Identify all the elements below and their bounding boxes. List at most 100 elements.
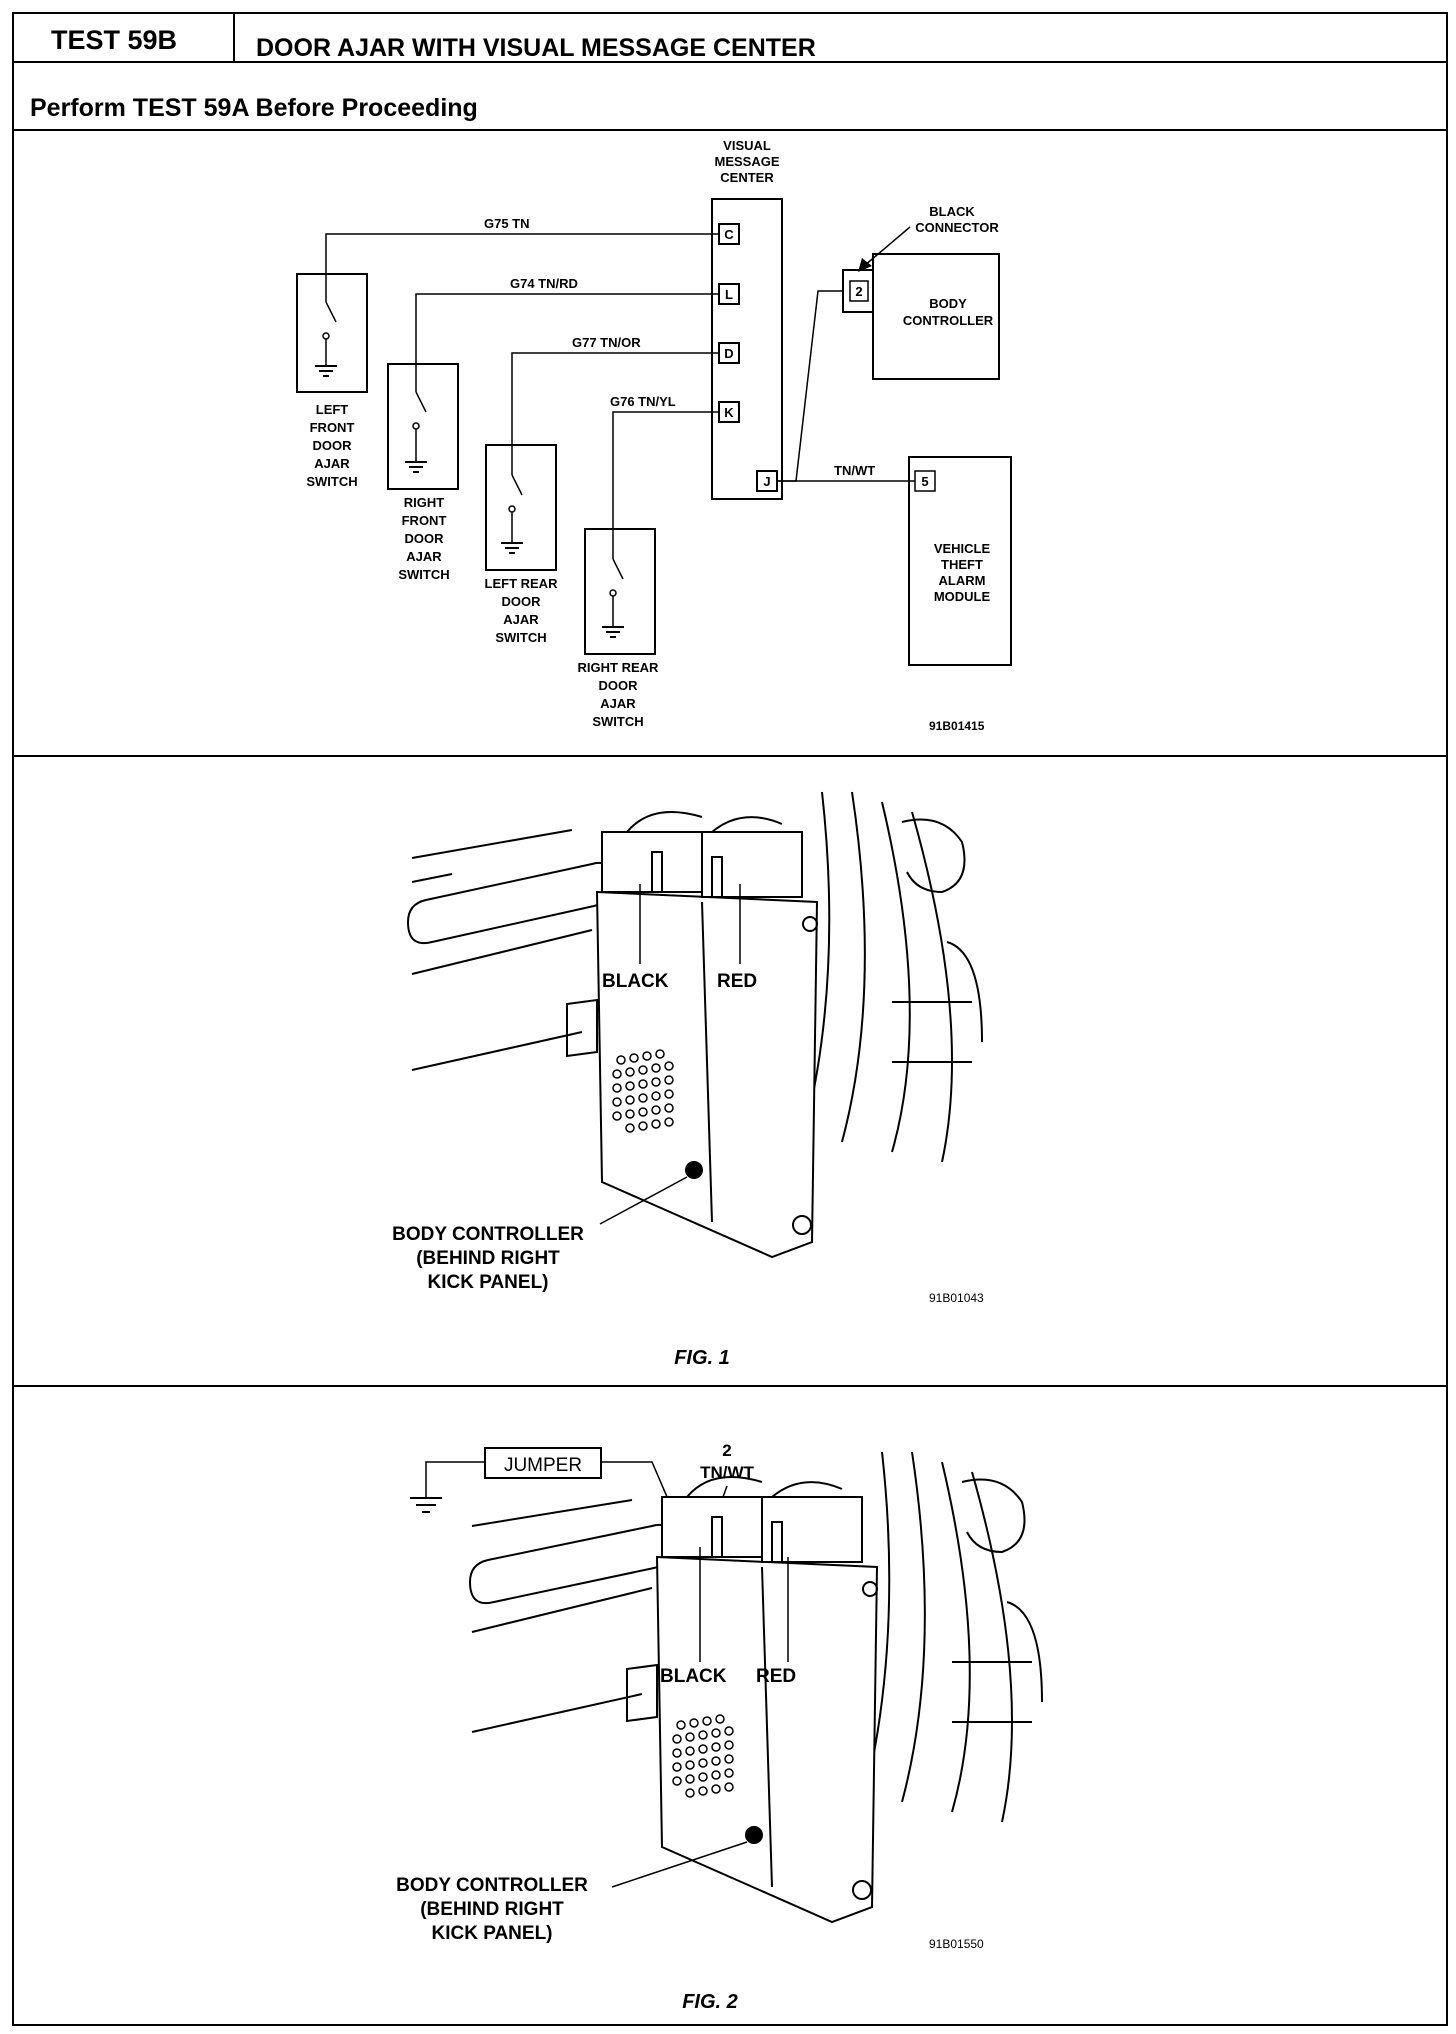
body-controller-box — [872, 253, 1000, 380]
fig1-caption: FIG. 1 — [674, 1347, 730, 1369]
fig2-black-latch — [711, 1516, 723, 1558]
fig1-rail-edge — [411, 873, 453, 883]
switch-right-front-box — [387, 363, 459, 490]
fig1-middle-rail — [411, 929, 593, 975]
switch-right-front-symbol — [404, 364, 428, 473]
wire-g74 — [415, 293, 719, 364]
fig2-illustration — [410, 1447, 1043, 1924]
fig2-callout-line-3: KICK PANEL) — [431, 1923, 552, 1944]
page-title: DOOR AJAR WITH VISUAL MESSAGE CENTER — [256, 34, 816, 62]
fig2-black-label: BLACK — [660, 1666, 727, 1687]
fig2-wire-bundles — [686, 1476, 843, 1498]
page-border — [12, 12, 1448, 2026]
fig2-callout-line-1: BODY CONTROLLER — [396, 1875, 588, 1896]
body-controller-label-2: CONTROLLER — [903, 313, 994, 328]
wiring-schematic: VISUAL MESSAGE CENTER C L D K J G75 TN G… — [296, 138, 1012, 733]
fig1-vent-holes — [612, 1049, 674, 1133]
fig2-red-latch — [771, 1521, 783, 1563]
fig1-pillar-2 — [841, 791, 866, 1143]
wire-g76-label: G76 TN/YL — [610, 394, 676, 409]
vmc-pin-l-label: L — [725, 287, 733, 302]
switch-right-front-label-5: SWITCH — [398, 567, 449, 582]
wire-g76 — [612, 411, 719, 529]
fig1-callout-line-2: (BEHIND RIGHT — [416, 1248, 560, 1269]
fig1-crossbar — [406, 862, 614, 944]
alarm-pin-5 — [914, 470, 936, 492]
visual-message-center-box — [711, 198, 783, 500]
switch-left-rear-box — [485, 444, 557, 571]
service-manual-page: TEST 59B DOOR AJAR WITH VISUAL MESSAGE C… — [12, 12, 1448, 2028]
fig1-illustration — [406, 791, 983, 1259]
wire-g75 — [325, 233, 719, 274]
test-id: TEST 59B — [51, 25, 177, 55]
switch-right-rear-box — [584, 528, 656, 655]
vmc-label-1: VISUAL — [723, 138, 771, 153]
alarm-label-3: ALARM — [939, 573, 986, 588]
fig2-jumper-ground-wire — [425, 1461, 485, 1497]
alarm-pin-label: 5 — [921, 474, 928, 489]
wire-tn-wt-body — [777, 290, 845, 482]
wire-g74-label: G74 TN/RD — [510, 276, 578, 291]
body-controller-pin-label: 2 — [855, 284, 862, 299]
fig1-bracket-lines — [892, 1001, 972, 1063]
fig2-pin-wire: TN/WT — [700, 1463, 754, 1482]
fig1-mount-bolt-top — [802, 916, 818, 932]
wire-g75-label: G75 TN — [484, 216, 530, 231]
fig1-mount-bolt-bottom — [792, 1215, 812, 1235]
switch-right-rear-symbol — [601, 529, 625, 638]
switch-right-rear-label-4: SWITCH — [592, 714, 643, 729]
fig1-wire-bundles — [626, 811, 783, 833]
vmc-pin-j-label: J — [763, 474, 770, 489]
fig2-jumper-box — [484, 1447, 602, 1479]
vmc-label-2: MESSAGE — [714, 154, 779, 169]
fig2-upper-rail — [471, 1499, 633, 1527]
fig1-upper-rail — [411, 829, 573, 859]
fig2-mount-bolt-top — [862, 1581, 878, 1597]
switch-right-front-label-2: FRONT — [402, 513, 447, 528]
fig2-callout-line-2: (BEHIND RIGHT — [420, 1899, 564, 1920]
switch-right-rear-label-2: DOOR — [599, 678, 639, 693]
wire-tn-wt-label: TN/WT — [834, 463, 875, 478]
fig1-pillar-4 — [911, 811, 953, 1163]
vmc-pin-d-label: D — [724, 346, 733, 361]
fig2-clip — [626, 1663, 658, 1723]
body-controller-label-1: BODY — [929, 296, 967, 311]
switch-left-front-label-3: DOOR — [313, 438, 353, 453]
vmc-pin-c-label: C — [724, 227, 734, 242]
alarm-module-box — [908, 456, 1012, 666]
switch-left-front-label-1: LEFT — [316, 402, 349, 417]
black-connector-label-1: BLACK — [929, 204, 975, 219]
switch-left-rear-symbol — [500, 445, 524, 554]
switch-left-front-label-5: SWITCH — [306, 474, 357, 489]
switch-right-rear-label-3: AJAR — [600, 696, 636, 711]
fig1-bracket-curve — [946, 941, 983, 1043]
fig1-callout-line-1: BODY CONTROLLER — [392, 1224, 584, 1245]
schematic-ref-number: 91B01415 — [929, 719, 985, 733]
fig2-housing-seam — [761, 1566, 773, 1888]
switch-right-front-label-1: RIGHT — [404, 495, 445, 510]
fig2-bracket-curve — [1006, 1601, 1043, 1703]
fig2-pin-number: 2 — [722, 1441, 731, 1460]
fig1-harness-loop — [901, 818, 966, 894]
vmc-pin-k-label: K — [724, 405, 734, 420]
switch-left-front-box — [296, 273, 368, 393]
page-subtitle: Perform TEST 59A Before Proceeding — [30, 94, 478, 122]
fig2-lower-rail — [471, 1693, 643, 1733]
switch-right-front-label-4: AJAR — [406, 549, 442, 564]
fig1-black-label: BLACK — [602, 971, 669, 992]
switch-left-rear-label-1: LEFT REAR — [485, 576, 559, 591]
fig2-callout-leader — [611, 1841, 748, 1888]
fig2-vent-holes — [672, 1714, 734, 1798]
wire-g77-label: G77 TN/OR — [572, 335, 641, 350]
fig1-black-latch — [651, 851, 663, 893]
switch-right-rear-label-1: RIGHT REAR — [578, 660, 660, 675]
switch-left-front-label-4: AJAR — [314, 456, 350, 471]
switch-left-rear-label-3: AJAR — [503, 612, 539, 627]
wire-g77 — [511, 352, 719, 445]
fig1-pillar-3 — [881, 801, 911, 1153]
fig2-pillar-4 — [971, 1471, 1013, 1823]
black-connector-label-2: CONNECTOR — [915, 220, 999, 235]
fig1-housing-seam — [701, 901, 713, 1223]
switch-right-front-label-3: DOOR — [405, 531, 445, 546]
body-controller-pin-2 — [849, 280, 869, 302]
